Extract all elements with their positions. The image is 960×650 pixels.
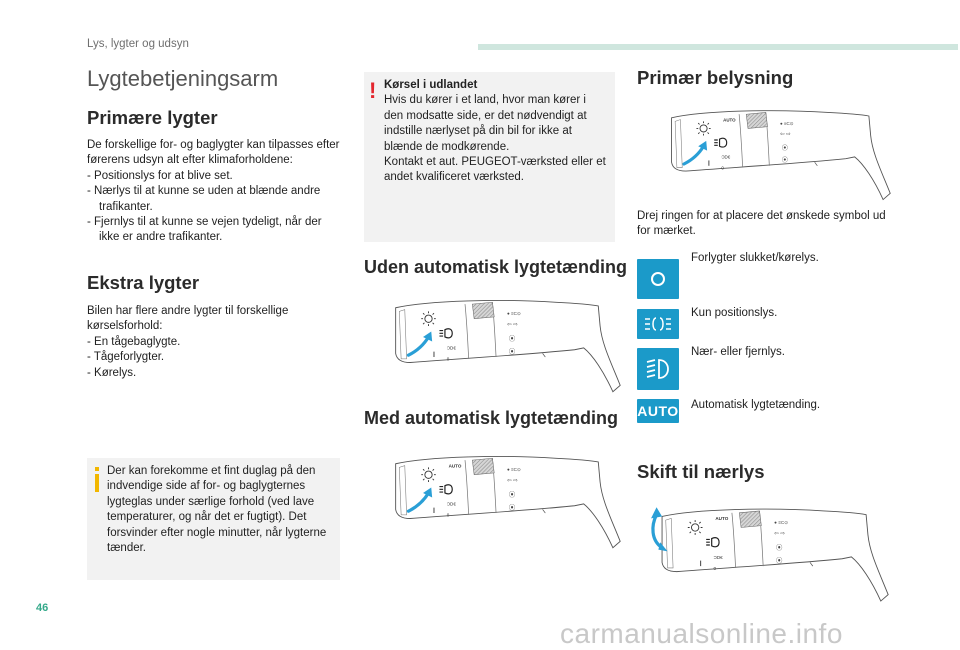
warning-box: ! Kørsel i udlandet Hvis du kører i et l… — [364, 72, 615, 242]
extra-lights-text: Bilen har flere andre lygter til forskel… — [87, 304, 345, 381]
legend-label: Automatisk lygtetænding. — [691, 399, 821, 411]
warning-title: Kørsel i udlandet — [384, 79, 478, 91]
legend-label: Kun positionslys. — [691, 307, 778, 319]
o-ring-icon — [637, 259, 679, 299]
header-rule — [478, 44, 958, 50]
ring-instruction: Drej ringen for at placere det ønskede s… — [637, 210, 886, 238]
primary-lights-heading: Primære lygter — [87, 107, 218, 128]
info-text: Der kan forekomme et fint duglag på den … — [107, 465, 327, 555]
extra-lights-intro: Bilen har flere andre lygter til forskel… — [87, 305, 289, 333]
stalk-illustration-primary: AUTO — [670, 110, 891, 201]
stalk-illustration-with-auto: AUTO — [395, 455, 621, 549]
svg-text:AUTO: AUTO — [723, 117, 736, 122]
no-auto-heading: Uden automatisk lygtetænding — [364, 257, 628, 277]
primary-lights-intro: De forskellige for- og baglygter kan til… — [87, 139, 340, 167]
info-box: Der kan forekomme et fint duglag på den … — [87, 458, 340, 580]
headlight-icon — [637, 348, 679, 390]
warning-contact: Kontakt et aut. PEUGEOT-værksted eller e… — [384, 156, 606, 184]
page-number: 46 — [36, 602, 49, 614]
primary-lights-item: - Positionslys for at blive set. — [87, 169, 233, 182]
legend-label: Forlygter slukket/kørelys. — [691, 252, 819, 264]
info-icon-dot — [95, 467, 99, 471]
stalk-illustration-no-auto — [395, 299, 621, 393]
primary-lights-item: - Fjernlys til at kunne se vejen tydelig… — [87, 216, 322, 244]
auto-icon: AUTO — [637, 399, 679, 423]
extra-lights-item: - Kørelys. — [87, 366, 137, 379]
warning-icon: ! — [369, 78, 377, 103]
extra-lights-item: - Tågeforlygter. — [87, 351, 165, 364]
warning-body: Hvis du kører i et land, hvor man kører … — [384, 94, 587, 153]
watermark: carmanualsonline.info — [560, 618, 843, 649]
section-header: Lys, lygter og udsyn — [87, 38, 189, 50]
page-title: Lygtebetjeningsarm — [87, 66, 279, 91]
switch-low-heading: Skift til nærlys — [637, 461, 765, 482]
legend-label: Nær- eller fjernlys. — [691, 346, 785, 358]
auto-icon-text: AUTO — [637, 403, 679, 419]
svg-text:AUTO: AUTO — [449, 463, 462, 468]
primary-light-heading: Primær belysning — [637, 67, 794, 88]
warning-text: Kørsel i udlandet Hvis du kører i et lan… — [384, 78, 606, 186]
extra-lights-heading: Ekstra lygter — [87, 272, 200, 293]
position-light-icon — [637, 309, 679, 339]
extra-lights-item: - En tågebaglygte. — [87, 335, 181, 348]
with-auto-heading: Med automatisk lygtetænding — [364, 408, 619, 428]
primary-lights-item: - Nærlys til at kunne se uden at blænde … — [87, 185, 321, 213]
stalk-illustration-switch: AUTO — [651, 507, 889, 602]
svg-text:AUTO: AUTO — [715, 516, 728, 521]
info-icon — [95, 474, 99, 492]
primary-lights-text: De forskellige for- og baglygter kan til… — [87, 138, 345, 246]
